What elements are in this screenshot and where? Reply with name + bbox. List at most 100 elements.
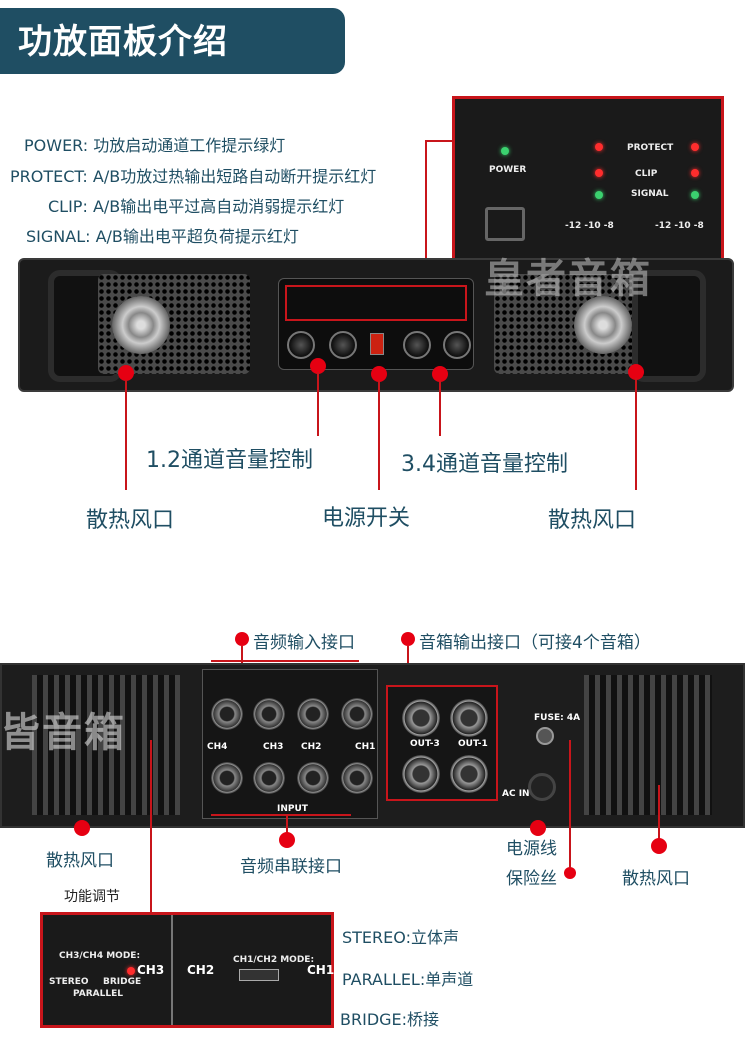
xlr-link-4[interactable] [211, 762, 243, 794]
indicator-box [285, 285, 467, 321]
zoom-signal-label: SIGNAL [631, 189, 669, 199]
title-banner [0, 8, 345, 74]
label-vol34: 3.4通道音量控制 [401, 452, 568, 477]
power-led [501, 147, 509, 155]
rear-vent-left [32, 675, 180, 815]
scale-right: -12 -10 -8 [655, 221, 704, 231]
connector-line [125, 380, 127, 490]
zoom-ch3: CH3 [137, 963, 165, 977]
mode-switch-zoom: CH3/CH4 MODE: CH3 STEREO BRIDGE PARALLEL… [40, 912, 334, 1028]
watermark: 皆音箱 [0, 710, 126, 756]
xlr-link-3[interactable] [253, 762, 285, 794]
marker-audio-in [235, 632, 249, 646]
marker-vent-right [628, 364, 644, 380]
knob-ch4[interactable] [443, 331, 471, 359]
speakon-out-1[interactable] [450, 699, 488, 737]
bridge-led [127, 967, 135, 975]
fuse-tag: FUSE: 4A [534, 713, 581, 723]
marker-speaker-out [401, 632, 415, 646]
legend-clip: CLIP: A/B输出电平过高自动消弱提示红灯 [48, 197, 345, 216]
protect-led-b [691, 143, 699, 151]
speakon-out-3[interactable] [402, 699, 440, 737]
label-power-cord: 电源线 [506, 839, 557, 859]
label-fuse: 保险丝 [506, 869, 557, 889]
fuse-holder[interactable] [536, 727, 554, 745]
xlr-link-2[interactable] [297, 762, 329, 794]
rear-out1: OUT-1 [458, 739, 488, 749]
marker-fuse [564, 867, 576, 879]
knob-ch1[interactable] [287, 331, 315, 359]
marker-vent-left [118, 365, 134, 381]
clip-led-b [691, 169, 699, 177]
acin-tag: AC IN [502, 789, 530, 799]
connector-line [426, 140, 454, 142]
legend-protect: PROTECT: A/B功放过热输出短路自动断开提示红灯 [10, 167, 377, 186]
fan-icon [112, 296, 170, 354]
rear-ch4: CH4 [207, 742, 228, 752]
control-panel [278, 278, 474, 370]
watermark: 皇者音箱 [484, 256, 652, 302]
zoom-power-label: POWER [489, 165, 527, 175]
label-rear-vent-left: 散热风口 [46, 851, 114, 871]
label-speaker-out: 音箱输出接口（可接4个音箱） [419, 633, 651, 653]
label-audio-in: 音频输入接口 [253, 633, 355, 653]
amplifier-rear: CH4 CH3 CH2 CH1 INPUT OUT-3 OUT-1 FUSE: … [0, 663, 745, 828]
marker-rear-vent-right [651, 838, 667, 854]
knob-ch3[interactable] [403, 331, 431, 359]
zoom-clip-label: CLIP [635, 169, 658, 179]
connector-line [378, 380, 380, 490]
power-switch[interactable] [370, 333, 384, 355]
marker-power-cord [530, 820, 546, 836]
zoom-protect-label: PROTECT [627, 143, 674, 153]
connector-line [658, 785, 660, 841]
mode-switch-12[interactable] [239, 969, 279, 981]
connector-line [425, 140, 427, 280]
marker-power [371, 366, 387, 382]
legend-power: POWER: 功放启动通道工作提示绿灯 [24, 136, 286, 155]
rear-ch3: CH3 [263, 742, 284, 752]
connector-line [241, 646, 243, 664]
vent-grill-left [98, 274, 250, 374]
label-bridge: BRIDGE:桥接 [340, 1010, 440, 1029]
protect-led-a [595, 143, 603, 151]
amplifier-front [18, 258, 734, 392]
connector-line [286, 814, 288, 838]
connector-line [569, 740, 571, 868]
xlr-input-4[interactable] [211, 698, 243, 730]
label-power-switch: 电源开关 [322, 506, 411, 531]
label-vol12: 1.2通道音量控制 [146, 448, 313, 473]
power-inlet[interactable] [528, 773, 556, 801]
label-stereo: STEREO:立体声 [342, 928, 459, 947]
speakon-out-4[interactable] [402, 755, 440, 793]
output-section: OUT-3 OUT-1 [386, 685, 498, 801]
rear-out3: OUT-3 [410, 739, 440, 749]
fan-icon [574, 296, 632, 354]
rear-vent-right [584, 675, 712, 815]
label-rear-vent-right: 散热风口 [622, 869, 690, 889]
label-vent-left: 散热风口 [86, 508, 175, 533]
label-vent-right: 散热风口 [548, 508, 637, 533]
speakon-out-2[interactable] [450, 755, 488, 793]
signal-led-a [595, 191, 603, 199]
connector-line [150, 740, 152, 912]
label-parallel: PARALLEL:单声道 [342, 970, 474, 989]
zoom-ch1: CH1 [307, 963, 335, 977]
zoom-mode12: CH1/CH2 MODE: [233, 955, 315, 965]
input-section: CH4 CH3 CH2 CH1 INPUT [202, 669, 378, 819]
zoom-bridge-34: BRIDGE [103, 977, 142, 987]
knob-ch2[interactable] [329, 331, 357, 359]
clip-led-a [595, 169, 603, 177]
zoom-parallel-34: PARALLEL [73, 989, 123, 999]
connector-line [635, 378, 637, 490]
vent-grill-right [494, 274, 646, 374]
xlr-link-1[interactable] [341, 762, 373, 794]
label-function: 功能调节 [64, 889, 120, 905]
xlr-input-2[interactable] [297, 698, 329, 730]
xlr-input-1[interactable] [341, 698, 373, 730]
xlr-input-3[interactable] [253, 698, 285, 730]
rear-input: INPUT [277, 804, 308, 814]
page-title: 功放面板介绍 [18, 22, 228, 62]
legend-signal: SIGNAL: A/B输出电平超负荷提示红灯 [26, 227, 299, 246]
label-audio-link: 音频串联接口 [240, 857, 342, 877]
handle-right [632, 270, 706, 382]
